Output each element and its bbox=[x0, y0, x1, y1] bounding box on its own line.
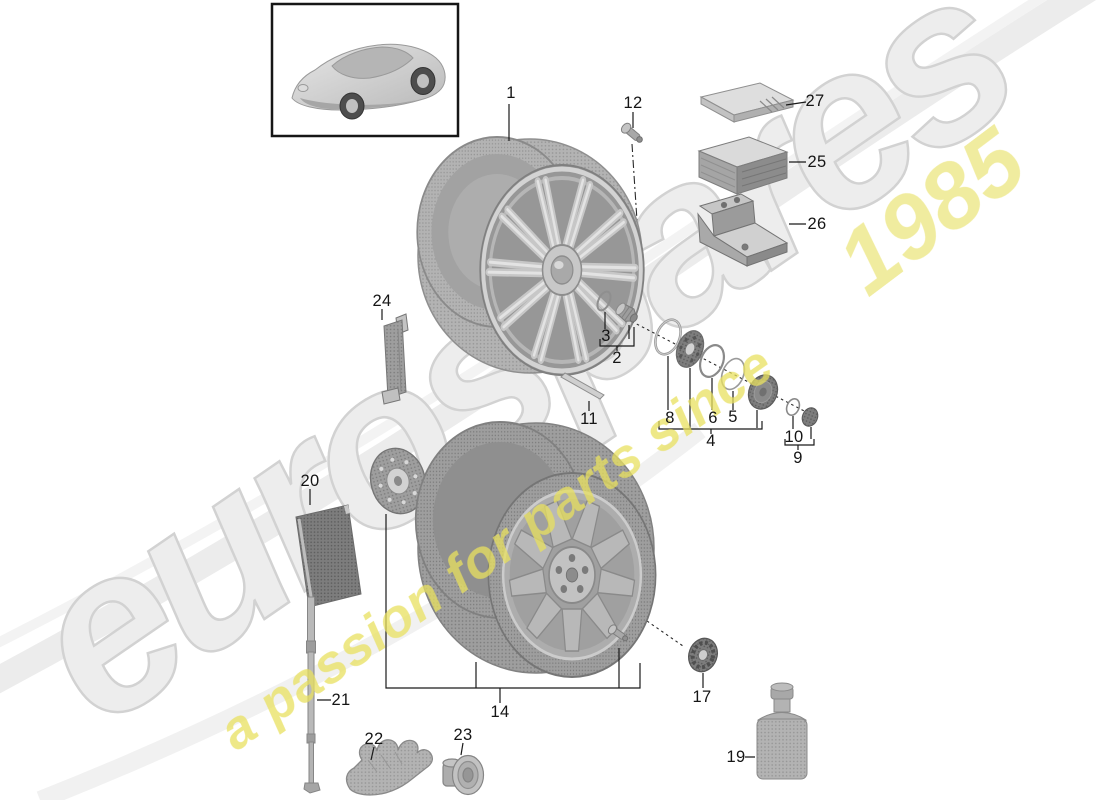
callout-19[interactable]: 19 bbox=[726, 747, 746, 766]
balance-weight bbox=[560, 372, 605, 400]
cap-insert bbox=[801, 407, 819, 427]
spare-valve-stem bbox=[607, 624, 629, 642]
callout-25[interactable]: 25 bbox=[807, 152, 827, 171]
callout-26[interactable]: 26 bbox=[807, 214, 827, 233]
callout-20[interactable]: 20 bbox=[300, 471, 320, 490]
callout-12[interactable]: 12 bbox=[623, 93, 643, 112]
callout-14[interactable]: 14 bbox=[490, 702, 510, 721]
vehicle-image bbox=[291, 43, 446, 120]
callout-1[interactable]: 1 bbox=[506, 83, 516, 102]
control-module bbox=[697, 136, 789, 195]
hub-cap bbox=[747, 374, 779, 410]
callout-27[interactable]: 27 bbox=[805, 91, 825, 110]
adapter-disc bbox=[369, 447, 427, 515]
valve-seal bbox=[596, 290, 612, 312]
perforated-disc bbox=[675, 330, 705, 368]
glove bbox=[345, 739, 433, 796]
callout-5[interactable]: 5 bbox=[728, 407, 738, 426]
vehicle-thumbnail bbox=[270, 2, 460, 138]
callout-2[interactable]: 2 bbox=[612, 348, 622, 367]
snap-ring bbox=[720, 357, 746, 391]
callout-3[interactable]: 3 bbox=[601, 326, 611, 345]
callout-9[interactable]: 9 bbox=[793, 448, 803, 467]
callout-6[interactable]: 6 bbox=[708, 408, 718, 427]
module-bracket bbox=[697, 193, 789, 267]
leader-lines bbox=[309, 101, 815, 761]
o-ring bbox=[654, 318, 682, 356]
valve-stem bbox=[620, 122, 643, 143]
callout-4[interactable]: 4 bbox=[706, 431, 716, 450]
callout-10[interactable]: 10 bbox=[784, 427, 804, 446]
wheel-bolt bbox=[442, 754, 485, 796]
spare-wheel bbox=[414, 421, 657, 678]
callout-22[interactable]: 22 bbox=[364, 729, 384, 748]
retaining-ring bbox=[698, 344, 726, 378]
callout-8[interactable]: 8 bbox=[665, 408, 675, 427]
hub-cover bbox=[688, 637, 718, 673]
circlip bbox=[785, 398, 801, 416]
alloy-wheel bbox=[416, 136, 645, 376]
callout-11[interactable]: 11 bbox=[580, 409, 598, 428]
callout-17[interactable]: 17 bbox=[692, 687, 712, 706]
tool-rod bbox=[303, 596, 321, 794]
valve-body bbox=[615, 302, 638, 323]
support-bracket bbox=[381, 313, 409, 405]
storage-pouch bbox=[295, 504, 362, 608]
sealant-bottle bbox=[756, 682, 808, 780]
callout-24[interactable]: 24 bbox=[372, 291, 392, 310]
module-cover bbox=[699, 82, 795, 123]
callout-21[interactable]: 21 bbox=[331, 690, 351, 709]
callout-23[interactable]: 23 bbox=[453, 725, 473, 744]
